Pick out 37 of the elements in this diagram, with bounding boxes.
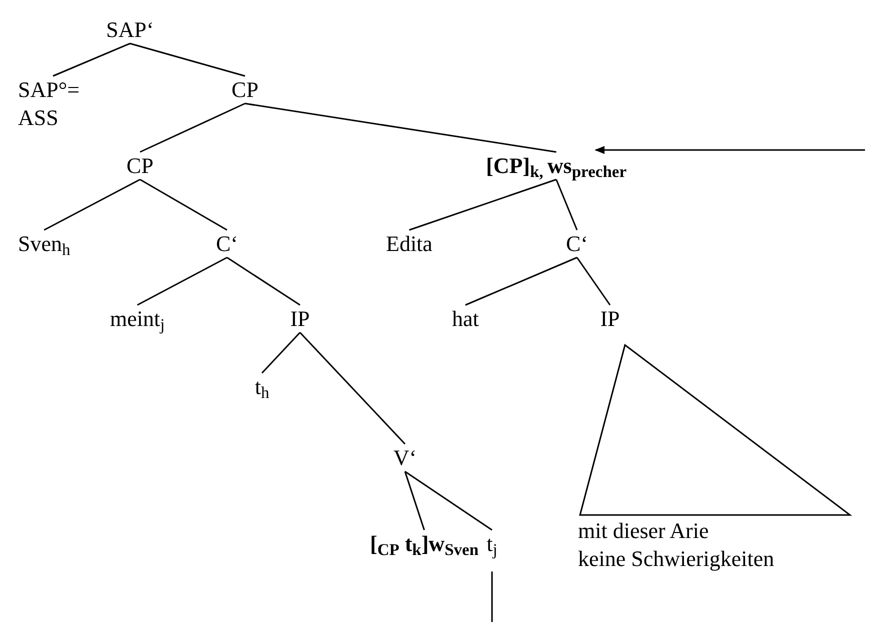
arrow (594, 146, 865, 154)
tree-branch (299, 332, 406, 445)
tree-branch (408, 178, 557, 231)
tree-branch (465, 256, 578, 306)
tree-label: [$_{CP}$ t$_{k}$]w$_{Sven}$ (370, 530, 478, 558)
tree-label: Edita (386, 230, 432, 258)
tree-branch (140, 102, 246, 153)
tree-branch (52, 42, 130, 77)
tree-branch (404, 471, 425, 530)
tree-label: SAP°= ASS (18, 76, 81, 131)
tree-label: meint$_{j}$ (110, 305, 165, 332)
tree-branch (140, 178, 228, 231)
tree-label: IP (600, 305, 620, 332)
tree-label: SAP‘ (106, 16, 154, 44)
tree-label: t$_{h}$ (254, 373, 270, 400)
tree-label: IP (290, 305, 310, 332)
tree-label: CP (232, 76, 258, 104)
terminal-text: mit dieser Arie (578, 517, 709, 544)
tree-branch (576, 257, 611, 306)
tree-branch (130, 42, 246, 77)
tree-branch (137, 256, 228, 306)
tree-label: C‘ (216, 230, 238, 258)
tree-branch (556, 179, 578, 230)
tree-label: [CP]$_{k,}$ ws$_{precher}$ (486, 152, 627, 180)
tree-label: CP (126, 152, 154, 180)
tree-label: t$_{j}$ (486, 530, 498, 558)
tree-label: hat (452, 305, 479, 332)
tree-branch (44, 178, 140, 231)
terminal-text: keine Schwierigkeiten (578, 544, 774, 572)
tree-branch (404, 470, 492, 531)
tree-branch (261, 332, 301, 374)
tree-label: V‘ (393, 444, 417, 472)
tree-branch (226, 256, 300, 306)
tree-branch (244, 102, 556, 153)
tree-label: C‘ (566, 230, 588, 258)
trace-line (491, 572, 493, 622)
tree-label: Sven$_{h}$ (18, 230, 70, 258)
